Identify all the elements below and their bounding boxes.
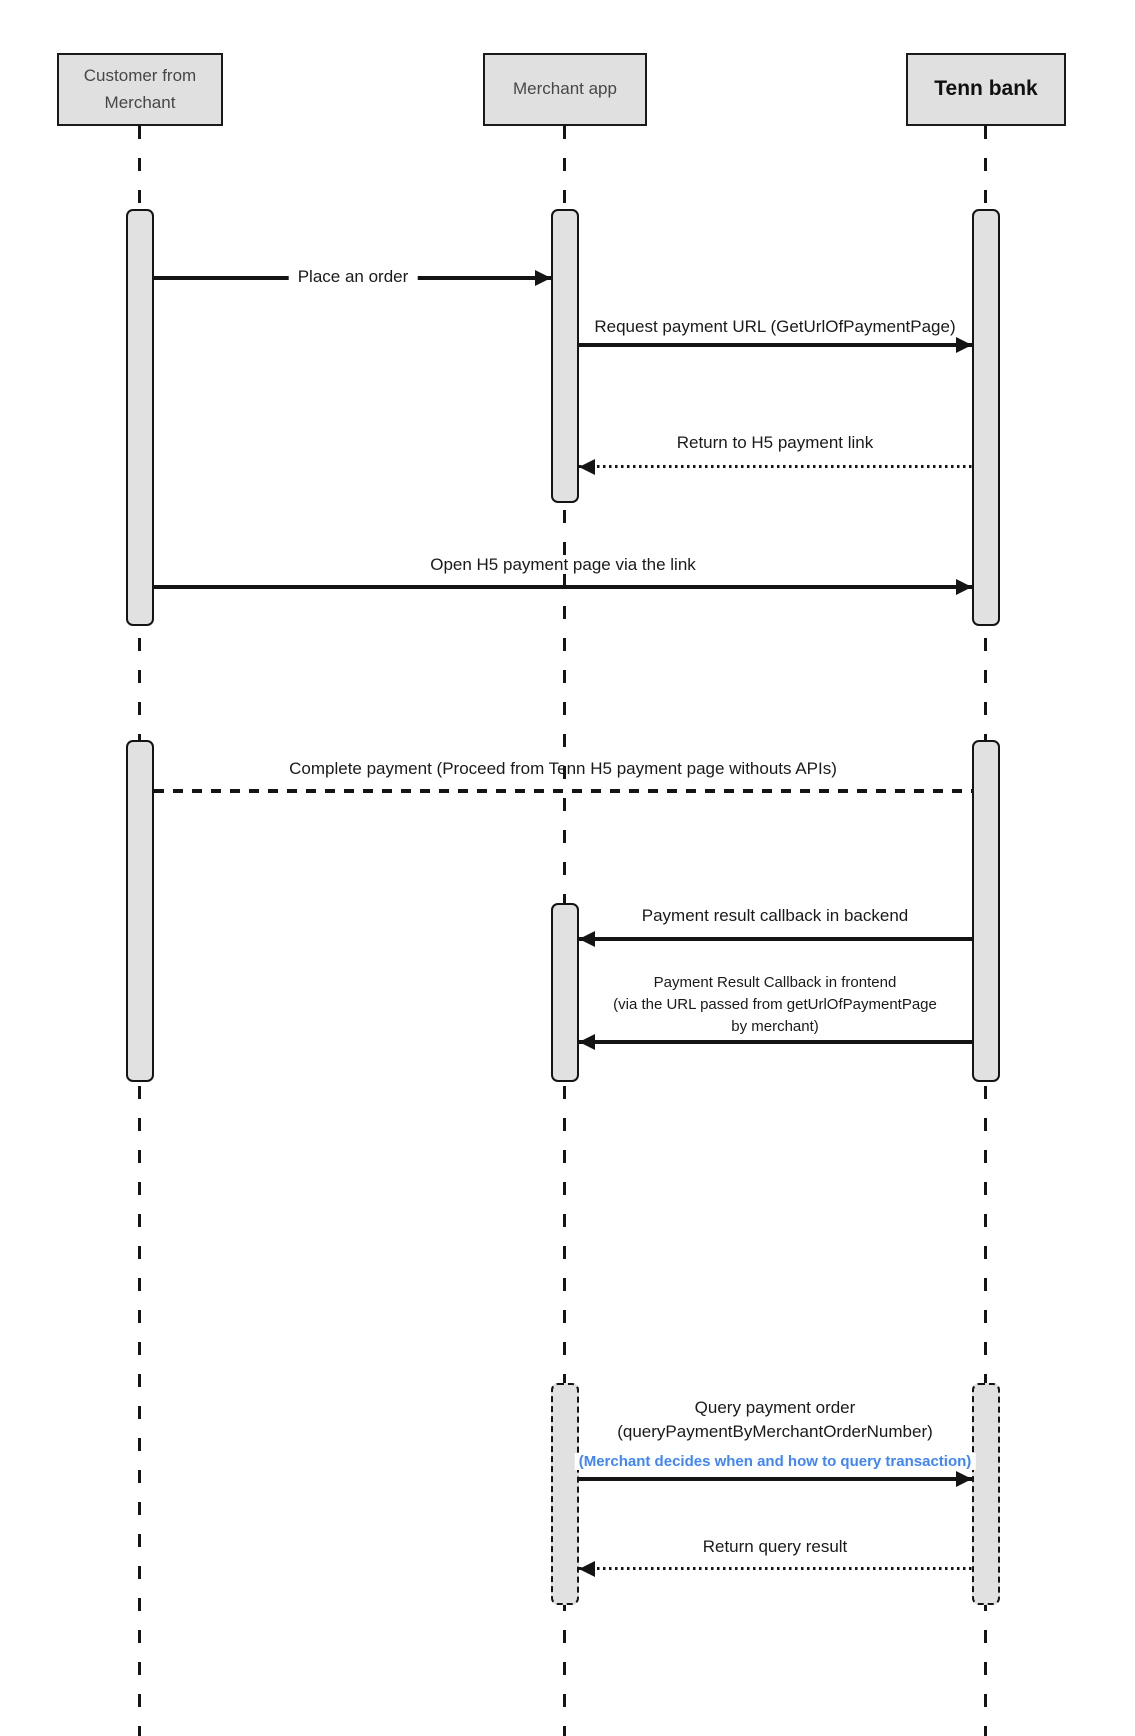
- message-label: Return query result: [702, 1537, 848, 1556]
- arrowhead-right-icon: [535, 270, 551, 286]
- actor-customer-label: Customer from Merchant: [83, 66, 197, 112]
- arrowhead-right-icon: [956, 1471, 972, 1487]
- activation-merchant-2: [551, 903, 579, 1082]
- message-note-blue: (Merchant decides when and how to query …: [574, 1453, 976, 1470]
- activation-tenn-1: [972, 209, 1000, 626]
- activation-merchant-1: [551, 209, 579, 503]
- activation-customer-1: [126, 209, 154, 626]
- arrowhead-left-icon: [579, 459, 595, 475]
- activation-customer-2: [126, 740, 154, 1082]
- message-line: [579, 1567, 972, 1570]
- message-line: [154, 585, 972, 589]
- message-label: Payment result callback in backend: [641, 906, 909, 925]
- actor-tenn-bank-box: Tenn bank: [906, 53, 1066, 126]
- message-label: Payment Result Callback in frontend (via…: [613, 974, 937, 1035]
- message-line: [579, 343, 972, 347]
- message-label: Query payment order (queryPaymentByMerch…: [617, 1398, 933, 1441]
- actor-merchant-box: Merchant app: [483, 53, 647, 126]
- activation-tenn-2: [972, 740, 1000, 1082]
- message-line: [154, 789, 972, 793]
- activation-merchant-3: [551, 1383, 579, 1605]
- message-label: Request payment URL (GetUrlOfPaymentPage…: [594, 317, 956, 336]
- message-label: Complete payment (Proceed from Tenn H5 p…: [289, 759, 837, 778]
- activation-tenn-3: [972, 1383, 1000, 1605]
- arrowhead-left-icon: [579, 1561, 595, 1577]
- arrowhead-left-icon: [579, 931, 595, 947]
- message-label: Open H5 payment page via the link: [430, 555, 696, 574]
- message-label: Place an order: [288, 267, 418, 287]
- message-line: [579, 465, 972, 468]
- arrowhead-right-icon: [956, 337, 972, 353]
- message-line: [579, 1040, 972, 1044]
- actor-tenn-bank-label: Tenn bank: [934, 77, 1038, 101]
- message-line: [579, 937, 972, 941]
- message-label: Return to H5 payment link: [676, 433, 874, 452]
- message-line: [579, 1477, 972, 1481]
- actor-merchant-label: Merchant app: [513, 79, 617, 99]
- arrowhead-left-icon: [579, 1034, 595, 1050]
- actor-customer-box: Customer from Merchant: [57, 53, 223, 126]
- arrowhead-right-icon: [956, 579, 972, 595]
